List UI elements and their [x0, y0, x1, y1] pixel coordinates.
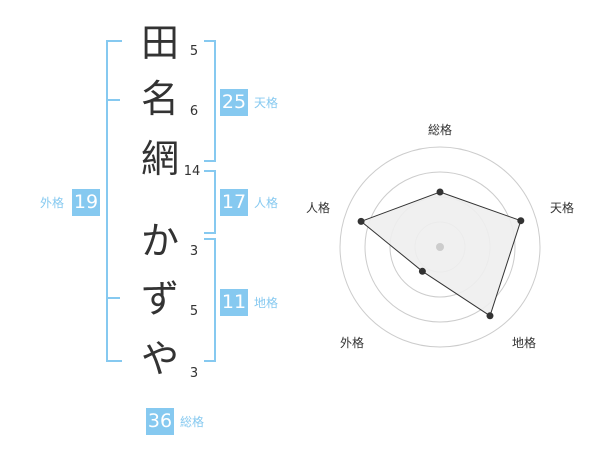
- gaikaku-label: 外格: [40, 196, 65, 210]
- radar-point-1: [436, 188, 444, 196]
- radar-axis-label-gaikaku: 外格: [340, 335, 364, 350]
- tenkaku-label: 天格: [254, 96, 279, 110]
- name-char-4: か: [140, 219, 179, 263]
- radar-point-3: [486, 312, 494, 320]
- stroke-count-2: 6: [189, 104, 199, 119]
- gaikaku-bracket-tick-bottom: [108, 297, 120, 299]
- soukaku-badge: 36: [146, 408, 174, 435]
- name-char-1: 田: [140, 21, 179, 65]
- gaikaku-bracket: [106, 40, 122, 362]
- radar-axis-label-tenkaku: 天格: [550, 200, 574, 215]
- jinkaku-label: 人格: [254, 196, 279, 210]
- radar-ring: [364, 171, 516, 323]
- radar-point-4: [418, 267, 426, 275]
- gaikaku-badge: 19: [72, 189, 100, 216]
- radar-points: [357, 188, 525, 320]
- chikaku-badge: 11: [220, 289, 248, 316]
- stroke-count-3: 14: [183, 164, 201, 179]
- name-char-2: 名: [140, 77, 179, 121]
- chikaku-label: 地格: [254, 296, 279, 310]
- tenkaku-badge: 25: [220, 89, 248, 116]
- chikaku-bracket: [204, 238, 216, 362]
- radar-point-2: [517, 217, 525, 225]
- radar-point-5: [357, 217, 365, 225]
- radar-axis-label-jinkaku: 人格: [306, 200, 330, 215]
- stroke-count-6: 3: [189, 366, 199, 381]
- radar-axis-label-soukaku: 総格: [428, 122, 452, 137]
- name-char-5: ず: [140, 277, 179, 321]
- gaikaku-bracket-tick-top: [108, 99, 120, 101]
- jinkaku-bracket: [204, 170, 216, 234]
- name-char-6: や: [140, 337, 179, 381]
- name-char-3: 網: [140, 137, 179, 181]
- tenkaku-bracket: [204, 40, 216, 162]
- radar-polygon: [360, 191, 522, 317]
- stroke-count-4: 3: [189, 244, 199, 259]
- soukaku-label: 総格: [180, 415, 205, 429]
- stroke-count-1: 5: [189, 44, 199, 59]
- jinkaku-badge: 17: [220, 189, 248, 216]
- stroke-count-5: 5: [189, 304, 199, 319]
- radar-axis-label-chikaku: 地格: [512, 335, 536, 350]
- radar-center-dot: [436, 243, 444, 251]
- radar-ring: [339, 146, 541, 348]
